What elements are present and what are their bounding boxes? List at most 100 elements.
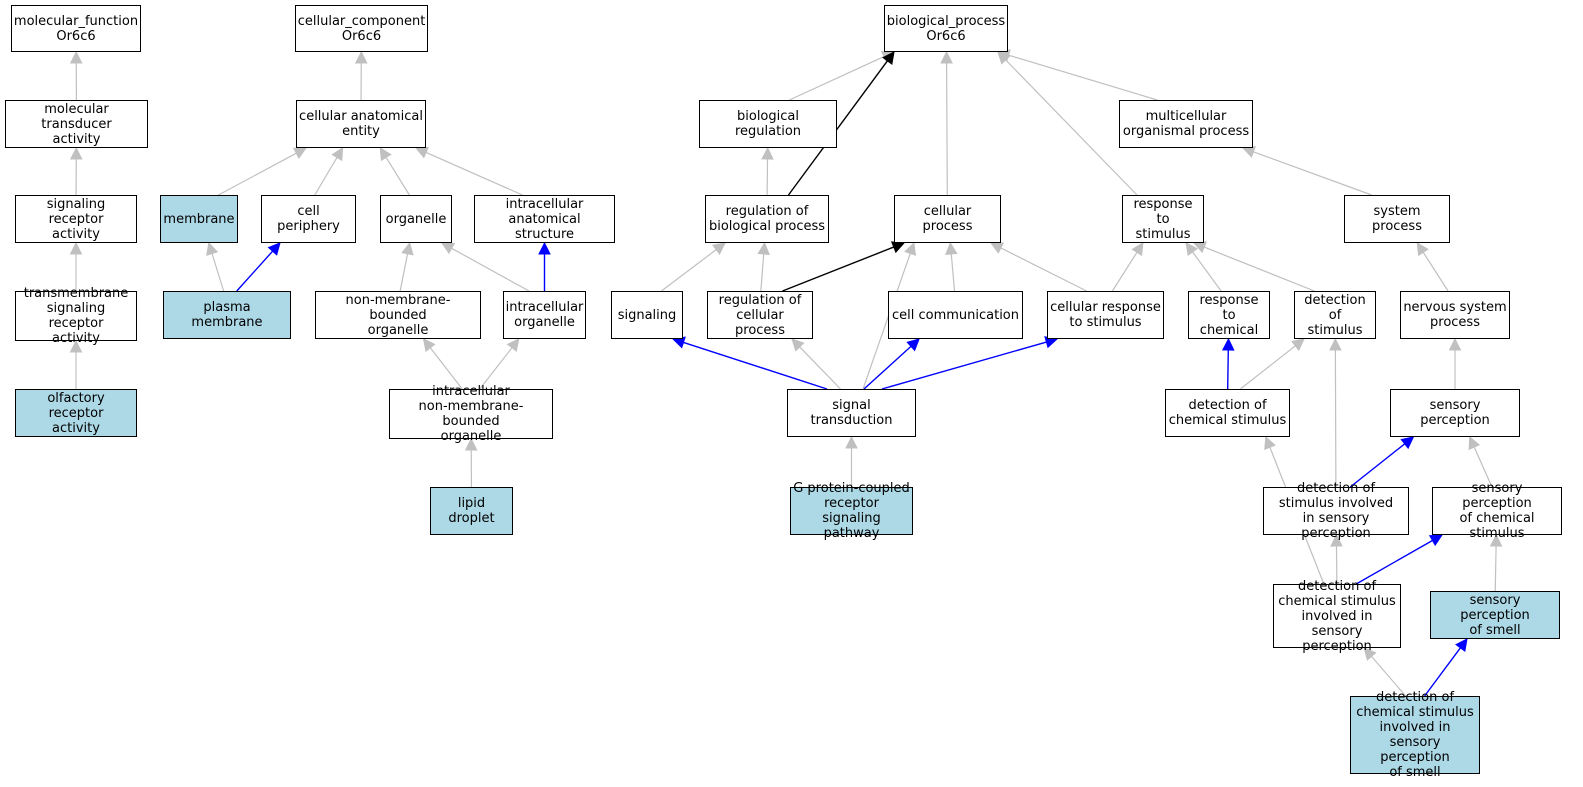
arrowhead-crs-to-rts [1131, 242, 1144, 257]
edge-rbp-to-bp [787, 60, 889, 196]
arrowhead-sperc-to-nsp [1448, 337, 1462, 351]
edge-spcs-to-sperc [1473, 446, 1493, 488]
edge-inmbo-to-io [479, 347, 513, 390]
arrowhead-pm-to-cp [267, 242, 281, 256]
node-multicellular-organismal-process[interactable]: multicellular organismal process [1119, 100, 1253, 148]
edge-dcs-to-rtc [1226, 349, 1230, 390]
node-intracellular-anatomical-structure[interactable]: intracellular anatomical structure [474, 195, 615, 243]
arrowhead-st-to-cc2 [906, 338, 920, 352]
edge-spos-to-spcs [1494, 545, 1497, 592]
node-non-membrane-bounded-organelle[interactable]: non-membrane-bounded organelle [315, 291, 481, 339]
arrowhead-pm-to-mem [206, 241, 219, 256]
edge-dcsisp-to-spcs [1355, 539, 1433, 585]
arrowhead-gpcr-to-st [845, 435, 858, 449]
edge-io-to-org [451, 247, 530, 292]
node-signaling[interactable]: signaling [611, 291, 683, 339]
node-detection-of-stimulus[interactable]: detection of stimulus [1294, 291, 1376, 339]
arrowhead-ora-to-tsra [69, 339, 83, 353]
arrowhead-dos-to-rts [1192, 241, 1208, 254]
arrowhead-mta-to-mf [69, 50, 83, 64]
edge-cc2-to-cproc [950, 253, 956, 292]
edge-st-to-crs [881, 341, 1047, 390]
node-detection-of-chemical-stimulus-involved-in-sensory-perception-of-smell[interactable]: detection of chemical stimulus involved … [1350, 690, 1480, 780]
node-g-protein-coupled-receptor-signaling-pathway[interactable]: G protein-coupled receptor signaling pat… [790, 481, 913, 541]
edge-dcsispos-to-spos [1424, 647, 1461, 697]
node-signaling-receptor-activity[interactable]: signaling receptor activity [15, 195, 137, 243]
edge-inmbo-to-nmbo [429, 347, 463, 390]
node-response-to-stimulus[interactable]: response to stimulus [1122, 195, 1204, 243]
node-molecular-transducer-activity[interactable]: molecular transducer activity [5, 100, 148, 148]
edge-st-to-cproc [862, 253, 911, 390]
node-membrane[interactable]: membrane [160, 195, 238, 243]
edge-dsisp-to-sperc [1349, 443, 1406, 488]
arrowhead-nsp-to-sp [1416, 242, 1429, 257]
node-system-process[interactable]: system process [1344, 195, 1450, 243]
arrowhead-cc2-to-cproc [945, 241, 958, 256]
node-regulation-of-cellular-process[interactable]: regulation of cellular process [707, 291, 813, 339]
edge-dcs-to-dos [1240, 345, 1296, 390]
edge-mop-to-bp [1008, 54, 1158, 101]
arrowhead-rbp-to-br [761, 146, 774, 160]
node-detection-of-chemical-stimulus-involved-in-sensory-perception[interactable]: detection of chemical stimulus involved … [1273, 579, 1401, 654]
arrowhead-rbp-to-bp [882, 51, 895, 65]
edge-crs-to-rts [1111, 251, 1138, 292]
edge-st-to-cc2 [863, 345, 912, 390]
node-detection-of-stimulus-involved-in-sensory-perception[interactable]: detection of stimulus involved in sensor… [1263, 481, 1409, 541]
arrowhead-rcp-to-rbp [757, 241, 770, 255]
arrowhead-tsra-to-sra [69, 241, 83, 255]
arrowhead-dcsisp-to-spcs [1428, 534, 1443, 547]
edge-st-to-sig [683, 341, 828, 390]
edge-cp-to-cae [314, 157, 338, 196]
arrowhead-ld-to-inmbo [464, 437, 478, 451]
edge-rts-to-bp [1005, 59, 1138, 196]
edge-pm-to-cp [236, 250, 274, 292]
arrowhead-org-to-cae [379, 147, 392, 162]
arrowhead-spcs-to-sperc [1468, 435, 1481, 451]
node-regulation-of-biological-process[interactable]: regulation of biological process [705, 195, 829, 243]
arrowhead-cproc-to-bp [940, 50, 953, 64]
node-cellular-anatomical-entity[interactable]: cellular anatomical entity [296, 100, 426, 148]
arrowhead-inmbo-to-io [506, 338, 520, 352]
node-cellular-component[interactable]: cellular_component Or6c6 [295, 5, 428, 52]
node-cell-periphery[interactable]: cell periphery [261, 195, 356, 243]
node-lipid-droplet[interactable]: lipid droplet [430, 487, 513, 535]
node-cell-communication[interactable]: cell communication [888, 291, 1023, 339]
arrowhead-cae-to-cc [354, 50, 368, 64]
edge-pm-to-mem [211, 253, 225, 292]
edge-st-to-rcp [799, 346, 841, 390]
arrowhead-mem-to-cae [292, 147, 307, 159]
node-intracellular-organelle[interactable]: intracellular organelle [503, 291, 586, 339]
node-intracellular-non-membrane-bounded-organelle[interactable]: intracellular non-membrane-bounded organ… [389, 384, 553, 444]
arrowhead-ias-to-cae [414, 146, 430, 159]
edge-rcp-to-rbp [760, 253, 765, 292]
edge-cproc-to-bp [945, 62, 948, 196]
node-sensory-perception-of-smell[interactable]: sensory perception of smell [1430, 591, 1560, 639]
arrowhead-dcsisp-to-dcs [1264, 435, 1276, 451]
node-nervous-system-process[interactable]: nervous system process [1400, 291, 1510, 339]
node-biological-process[interactable]: biological_process Or6c6 [884, 5, 1008, 52]
node-molecular-function[interactable]: molecular_function Or6c6 [11, 5, 141, 52]
node-sensory-perception[interactable]: sensory perception [1390, 389, 1520, 437]
arrowhead-sig-to-rbp [712, 242, 726, 255]
arrowhead-dcs-to-dos [1291, 338, 1305, 352]
arrowhead-nmbo-to-org [401, 241, 414, 256]
node-detection-of-chemical-stimulus[interactable]: detection of chemical stimulus [1165, 389, 1290, 437]
edge-sig-to-rbp [661, 249, 717, 292]
node-plasma-membrane[interactable]: plasma membrane [163, 291, 291, 339]
node-sensory-perception-of-chemical-stimulus[interactable]: sensory perception of chemical stimulus [1432, 481, 1562, 541]
arrowhead-dcsisp-to-dsisp [1330, 533, 1343, 547]
node-signal-transduction[interactable]: signal transduction [787, 389, 916, 437]
node-transmembrane-signaling-receptor-activity[interactable]: transmembrane signaling receptor activit… [15, 286, 137, 346]
node-biological-regulation[interactable]: biological regulation [699, 100, 837, 148]
edge-br-to-bp [789, 56, 885, 101]
node-cellular-process[interactable]: cellular process [894, 195, 1001, 243]
arrowhead-dcsispos-to-spos [1455, 638, 1468, 652]
arrowhead-dsisp-to-sperc [1400, 436, 1415, 450]
node-cellular-response-to-stimulus[interactable]: cellular response to stimulus [1047, 291, 1164, 339]
node-organelle[interactable]: organelle [380, 195, 452, 243]
edge-nsp-to-sp [1422, 251, 1449, 292]
node-response-to-chemical[interactable]: response to chemical [1188, 291, 1270, 339]
node-olfactory-receptor-activity[interactable]: olfactory receptor activity [15, 389, 137, 437]
arrowhead-inmbo-to-nmbo [422, 338, 436, 352]
